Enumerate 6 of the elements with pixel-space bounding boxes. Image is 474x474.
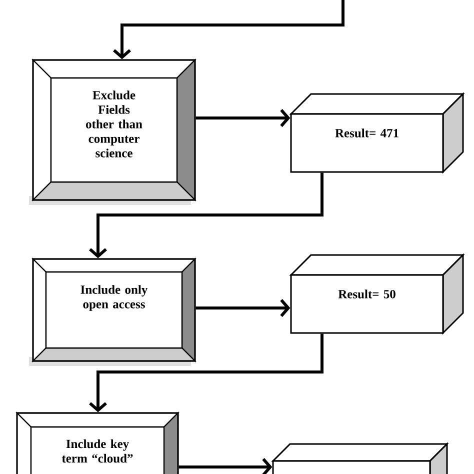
- arrow: [113, 0, 344, 60]
- arrow: [196, 109, 290, 127]
- arrow: [178, 458, 272, 474]
- arrow: [89, 172, 324, 258]
- arrow: [196, 299, 290, 317]
- arrow: [89, 334, 324, 412]
